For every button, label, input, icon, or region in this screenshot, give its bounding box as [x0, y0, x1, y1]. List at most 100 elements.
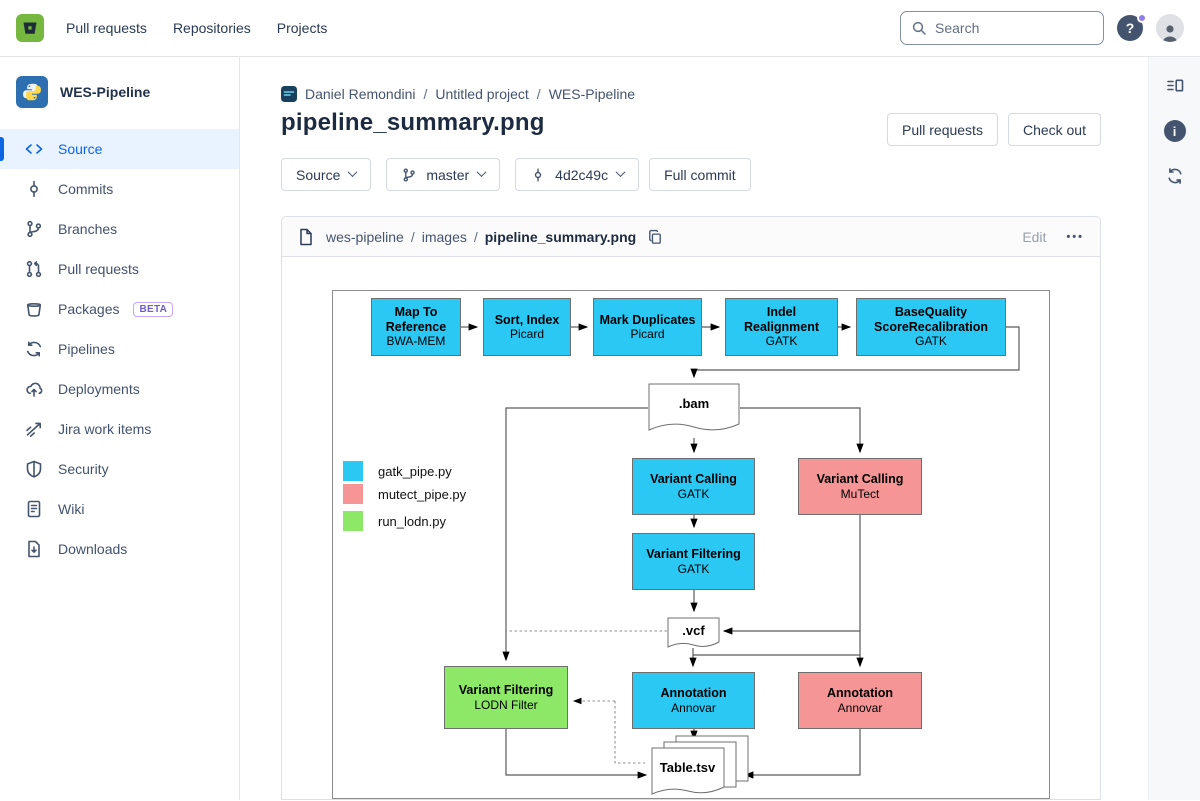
full-commit-button[interactable]: Full commit: [649, 158, 751, 191]
diagram-node-indel-realignment: Indel Realignment GATK: [725, 298, 838, 356]
sidebar-item-deployments[interactable]: Deployments: [0, 369, 239, 409]
sidebar-item-label: Packages: [58, 301, 119, 317]
deployments-cloud-icon: [24, 379, 44, 399]
file-icon: [296, 227, 316, 247]
diagram-node-annotation-gatk: Annotation Annovar: [632, 672, 755, 729]
selected-indicator: [0, 137, 4, 161]
branch-icon: [401, 167, 417, 183]
vcf-file-node: .vcf: [667, 617, 720, 652]
sidebar-menu: Source Commits Branches Pull requests Pa…: [0, 129, 239, 569]
path-filename: pipeline_summary.png: [485, 229, 636, 245]
legend-swatch-green: [343, 511, 363, 531]
sidebar-item-label: Jira work items: [58, 421, 151, 437]
sidebar-item-wiki[interactable]: Wiki: [0, 489, 239, 529]
branch-dropdown[interactable]: master: [386, 158, 500, 191]
sidebar-item-pull-requests[interactable]: Pull requests: [0, 249, 239, 289]
legend-swatch-cyan: [343, 461, 363, 481]
diagram-node-variant-filtering-gatk: Variant Filtering GATK: [632, 533, 755, 590]
python-project-avatar: [16, 76, 48, 108]
search-box[interactable]: [900, 11, 1104, 45]
sidebar-item-commits[interactable]: Commits: [0, 169, 239, 209]
workspace-avatar-icon: [281, 86, 297, 102]
breadcrumb-repo[interactable]: WES-Pipeline: [549, 86, 635, 102]
source-dropdown-label: Source: [296, 167, 340, 183]
branch-icon: [24, 219, 44, 239]
nav-projects[interactable]: Projects: [277, 20, 328, 36]
sidebar-item-security[interactable]: Security: [0, 449, 239, 489]
help-button[interactable]: ?: [1117, 15, 1143, 41]
user-avatar[interactable]: [1156, 14, 1184, 42]
table-tsv-file-node: Table.tsv: [651, 735, 749, 801]
more-menu-button[interactable]: •••: [1066, 231, 1084, 243]
edit-button[interactable]: Edit: [1022, 229, 1046, 245]
sidebar-item-pipelines[interactable]: Pipelines: [0, 329, 239, 369]
legend-label: run_lodn.py: [378, 514, 446, 529]
sidebar-item-label: Source: [58, 141, 102, 157]
person-icon: [1159, 22, 1181, 42]
breadcrumb-separator: /: [537, 86, 541, 102]
shield-icon: [24, 459, 44, 479]
path-separator: /: [474, 229, 478, 245]
nav-pull-requests[interactable]: Pull requests: [66, 20, 147, 36]
breadcrumb-separator: /: [424, 86, 428, 102]
panel-toggle-icon[interactable]: [1165, 76, 1185, 96]
legend-label: gatk_pipe.py: [378, 464, 452, 479]
pipelines-icon: [24, 339, 44, 359]
diagram-node-sort-index: Sort, Index Picard: [483, 298, 571, 356]
pull-requests-button[interactable]: Pull requests: [887, 113, 998, 146]
legend-label: mutect_pipe.py: [378, 487, 466, 502]
file-panel: wes-pipeline / images / pipeline_summary…: [281, 216, 1101, 800]
bitbucket-logo-icon[interactable]: [16, 14, 44, 42]
sidebar-item-source[interactable]: Source: [0, 129, 239, 169]
sidebar-item-label: Pull requests: [58, 261, 139, 277]
bam-file-node: .bam: [648, 383, 740, 438]
commit-dropdown[interactable]: 4d2c49c: [515, 158, 639, 191]
sidebar-item-downloads[interactable]: Downloads: [0, 529, 239, 569]
commit-icon: [530, 167, 546, 183]
check-out-button[interactable]: Check out: [1008, 113, 1101, 146]
bam-label: .bam: [648, 396, 740, 411]
sidebar-item-label: Wiki: [58, 501, 84, 517]
path-folder[interactable]: images: [422, 229, 467, 245]
file-path: wes-pipeline / images / pipeline_summary…: [326, 229, 636, 245]
nav-repositories[interactable]: Repositories: [173, 20, 251, 36]
breadcrumb: Daniel Remondini / Untitled project / WE…: [281, 86, 1101, 102]
source-dropdown[interactable]: Source: [281, 158, 371, 191]
project-name: WES-Pipeline: [60, 84, 150, 100]
vcf-label: .vcf: [667, 623, 720, 638]
sidebar-item-packages[interactable]: Packages BETA: [0, 289, 239, 329]
breadcrumb-workspace[interactable]: Daniel Remondini: [305, 86, 416, 102]
chevron-down-icon: [348, 167, 358, 177]
beta-badge: BETA: [133, 302, 173, 317]
sidebar-item-label: Security: [58, 461, 109, 477]
sidebar-item-label: Commits: [58, 181, 113, 197]
branch-name: master: [426, 167, 469, 183]
file-path-bar: wes-pipeline / images / pipeline_summary…: [282, 217, 1100, 257]
sidebar-item-jira-work-items[interactable]: Jira work items: [0, 409, 239, 449]
legend-item-mutect-pipe: mutect_pipe.py: [343, 484, 466, 504]
wiki-document-icon: [24, 499, 44, 519]
path-repo[interactable]: wes-pipeline: [326, 229, 404, 245]
project-header[interactable]: WES-Pipeline: [0, 57, 239, 129]
diagram-node-variant-calling-gatk: Variant Calling GATK: [632, 458, 755, 515]
nav-items: Pull requests Repositories Projects: [66, 20, 327, 36]
search-input[interactable]: [935, 20, 1085, 36]
diagram-node-variant-filtering-lodn: Variant Filtering LODN Filter: [444, 666, 568, 729]
diagram-node-base-quality: BaseQuality ScoreRecalibration GATK: [856, 298, 1006, 356]
main-content: Daniel Remondini / Untitled project / WE…: [240, 57, 1148, 800]
sidebar-item-label: Deployments: [58, 381, 140, 397]
header-actions: Pull requests Check out: [887, 113, 1101, 146]
breadcrumb-project[interactable]: Untitled project: [435, 86, 528, 102]
commit-icon: [24, 179, 44, 199]
table-tsv-label: Table.tsv: [651, 760, 724, 775]
package-bucket-icon: [24, 299, 44, 319]
source-toolbar: Source master 4d2c49c Full commit: [281, 158, 1101, 191]
info-icon[interactable]: i: [1164, 120, 1186, 142]
diagram-node-variant-calling-mutect: Variant Calling MuTect: [798, 458, 922, 515]
copy-icon[interactable]: [646, 228, 664, 246]
sidebar-item-branches[interactable]: Branches: [0, 209, 239, 249]
sync-icon[interactable]: [1165, 166, 1185, 186]
chevron-down-icon: [477, 167, 487, 177]
commit-hash: 4d2c49c: [555, 167, 608, 183]
legend-swatch-pink: [343, 484, 363, 504]
